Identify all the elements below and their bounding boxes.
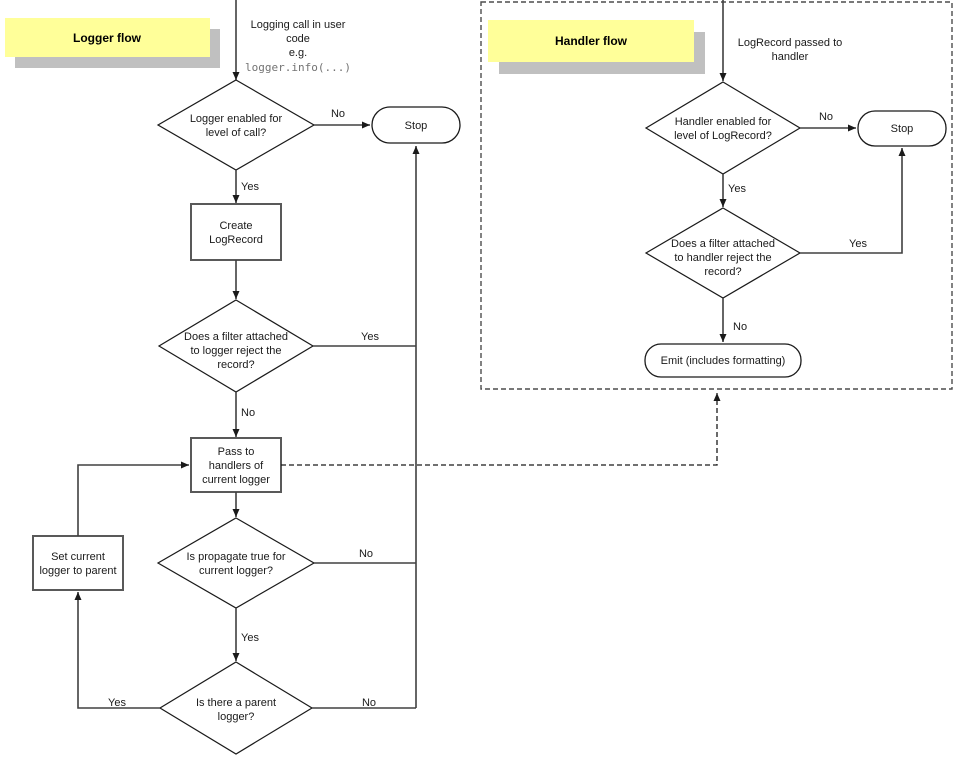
logger-filter-line1: Does a filter attached (184, 331, 288, 343)
propagate-line1: Is propagate true for (186, 551, 285, 563)
emit-node (644, 343, 802, 378)
logger-filter-no-label: No (241, 407, 255, 419)
logger-filter-line2: to logger reject the (190, 345, 281, 357)
handler-stop-label: Stop (891, 123, 914, 135)
logger-level-line2: level of call? (206, 127, 267, 139)
parent-line1: Is there a parent (196, 697, 276, 709)
logger-filter-line3: record? (217, 359, 254, 371)
logger-entry-line1: Logging call in user (251, 19, 346, 31)
handler-flow-frame (480, 1, 953, 390)
create-logrecord-box (190, 203, 282, 261)
pass-to-handler-flow-dashed-arrow (281, 393, 721, 466)
set-parent-line2: logger to parent (39, 565, 116, 577)
propagate-line2: current logger? (199, 565, 273, 577)
set-parent-line1: Set current (51, 551, 105, 563)
set-parent-box (32, 535, 124, 591)
logger-flow-title: Logger flow (73, 31, 142, 45)
logger-level-no-label: No (331, 108, 345, 120)
handler-stop-node (857, 110, 947, 147)
propagate-diamond (156, 517, 316, 609)
emit-label: Emit (includes formatting) (661, 355, 786, 367)
handler-filter-yes-arrow (800, 148, 906, 254)
logger-level-yes-label: Yes (241, 181, 259, 193)
create-logrecord-line1: Create (219, 220, 252, 232)
logger-filter-yes-label: Yes (361, 331, 379, 343)
handler-sticky-note (488, 20, 694, 62)
logger-entry-line2: code (286, 33, 310, 45)
logger-level-line1: Logger enabled for (190, 113, 283, 125)
pass-handlers-line2: handlers of (209, 460, 264, 472)
logger-stop-label: Stop (405, 120, 428, 132)
logger-sticky-note (5, 18, 210, 57)
logger-level-diamond (156, 79, 316, 171)
pass-handlers-line3: current logger (202, 474, 270, 486)
handler-filter-line2: to handler reject the (674, 252, 771, 264)
logger-flow-group: Logger flow Logging call in user code e.… (5, 0, 721, 755)
handler-level-yes-label: Yes (728, 183, 746, 195)
handler-level-line2: level of LogRecord? (674, 130, 772, 142)
logger-entry-code: logger.info(...) (245, 61, 351, 74)
logger-stop-node (371, 106, 461, 144)
logger-entry-line3: e.g. (289, 47, 307, 59)
parent-no-label: No (362, 697, 376, 709)
handler-filter-yes-label: Yes (849, 238, 867, 250)
handler-filter-no-label: No (733, 321, 747, 333)
propagate-no-label: No (359, 548, 373, 560)
handler-flow-title: Handler flow (555, 34, 628, 48)
parent-yes-arrow (74, 592, 160, 709)
parent-yes-label: Yes (108, 697, 126, 709)
create-logrecord-line2: LogRecord (209, 234, 263, 246)
parent-line2: logger? (218, 711, 255, 723)
set-parent-loop-arrow (77, 461, 189, 536)
parent-diamond (158, 661, 314, 755)
handler-entry-line1: LogRecord passed to (738, 37, 843, 49)
handler-level-no-label: No (819, 111, 833, 123)
handler-entry-line2: handler (772, 51, 809, 63)
pass-handlers-line1: Pass to (218, 446, 255, 458)
handler-level-line1: Handler enabled for (675, 116, 772, 128)
propagate-yes-label: Yes (241, 632, 259, 644)
handler-filter-line1: Does a filter attached (671, 238, 775, 250)
handler-filter-line3: record? (704, 266, 741, 278)
handler-level-diamond (644, 81, 802, 175)
handler-flow-group: Handler flow LogRecord passed to handler… (480, 0, 953, 390)
